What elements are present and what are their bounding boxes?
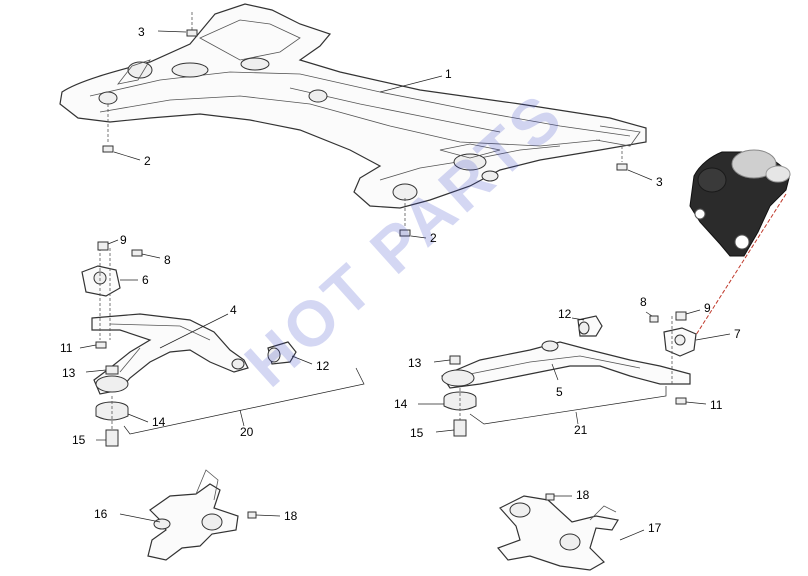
- callout-6: 6: [142, 273, 149, 287]
- callout-15-right: 15: [410, 426, 424, 440]
- bushing-14-left: [95, 396, 149, 438]
- bushing-right: [571, 315, 603, 337]
- callout-5: 5: [556, 385, 563, 399]
- control-arm-right: [441, 340, 691, 389]
- subframe: [59, 3, 647, 209]
- callout-9-right: 9: [704, 301, 711, 315]
- callout-2-right: 2: [430, 231, 437, 245]
- callout-7: 7: [734, 327, 741, 341]
- steering-knuckle-left: [119, 469, 281, 561]
- callout-14-right: 14: [394, 397, 408, 411]
- bolt-8-9-11-right: [551, 309, 707, 405]
- steering-knuckle-right: [496, 493, 645, 571]
- callout-15-left: 15: [72, 433, 86, 447]
- ball-joint-bracket-right: [663, 316, 731, 384]
- bolt-11-left: [79, 341, 107, 349]
- callout-16: 16: [94, 507, 108, 521]
- callout-2-left: 2: [144, 154, 151, 168]
- bolt-15-right: [435, 419, 467, 437]
- callout-9-left: 9: [120, 233, 127, 247]
- callout-3-right: 3: [656, 175, 663, 189]
- callout-11-right: 11: [710, 398, 723, 412]
- callout-18-right: 18: [576, 488, 590, 502]
- callout-21: 21: [574, 423, 588, 437]
- callout-8-left: 8: [164, 253, 171, 267]
- subframe-bolt-2-right: [399, 198, 427, 239]
- ball-joint-bracket-left: [81, 248, 121, 340]
- assembly-bracket-21: [469, 386, 667, 425]
- bushing-left: [267, 341, 313, 365]
- callout-11-left: 11: [60, 341, 73, 355]
- callout-13-left: 13: [62, 366, 76, 380]
- bolt-9-8-left: [97, 239, 229, 349]
- callout-17: 17: [648, 521, 662, 535]
- callout-13-right: 13: [408, 356, 422, 370]
- subframe-bolt-3-top: [157, 12, 198, 37]
- bolt-15-left: [96, 429, 119, 447]
- callout-20: 20: [240, 425, 254, 439]
- ball-joint-red-leader: [693, 193, 787, 339]
- callout-8-right: 8: [640, 295, 647, 309]
- callout-18-left: 18: [284, 509, 298, 523]
- subframe-bolt-2-left: [102, 104, 141, 161]
- nut-13-left: [85, 365, 119, 375]
- subframe-bolt-3-right: [616, 146, 653, 181]
- callout-12-right: 12: [558, 307, 572, 321]
- callout-labels: 1 2 2 3 3 4 5 6 7 8 8 9 9 11 11 12 12 13…: [60, 25, 741, 535]
- callout-1: 1: [445, 67, 452, 81]
- callout-3-top: 3: [138, 25, 145, 39]
- assembly-bracket-20: [123, 367, 365, 435]
- callout-12-left: 12: [316, 359, 330, 373]
- ball-joint-photo: [689, 149, 791, 257]
- control-arm-left: [91, 313, 249, 395]
- callout-4: 4: [230, 303, 237, 317]
- callout-14-left: 14: [152, 415, 166, 429]
- bushing-14-right: [418, 388, 477, 430]
- nut-13-right: [433, 355, 461, 365]
